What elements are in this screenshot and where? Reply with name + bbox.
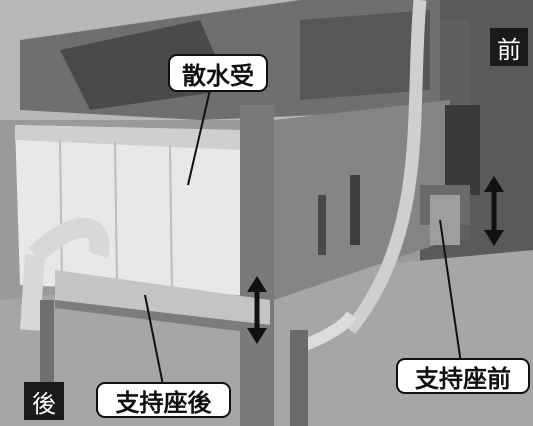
callout-support-front: 支持座前	[396, 358, 530, 394]
up-down-arrow-icon	[484, 176, 504, 246]
corner-label-rear: 後	[24, 382, 64, 420]
callout-spray-tray: 散水受	[168, 54, 268, 92]
corner-label-front: 前	[490, 28, 528, 66]
up-down-arrow-icon	[247, 276, 267, 344]
callout-support-rear: 支持座後	[96, 382, 231, 418]
